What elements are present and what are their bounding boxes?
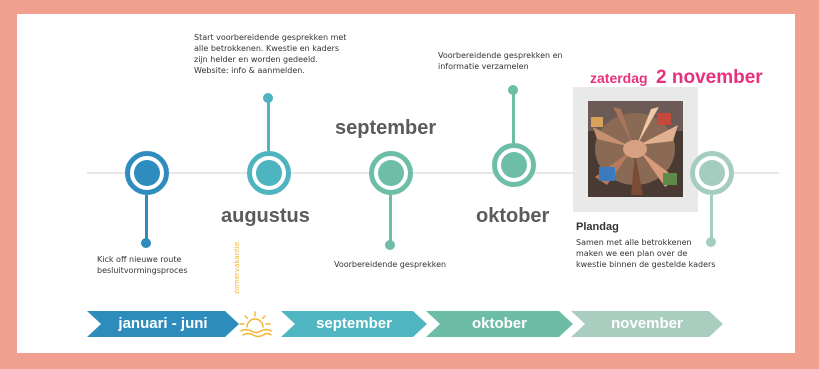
plandag-text: Samen met alle betrokkenen maken we een … — [576, 238, 716, 269]
kickoff-text: Kick off nieuwe route besluitvormingspro… — [97, 255, 188, 275]
arrow-label-oktober: oktober — [471, 315, 527, 332]
month-arrows — [87, 311, 723, 337]
arrow-oktober — [426, 311, 573, 337]
dot-augustus — [263, 93, 273, 103]
stem-augustus — [267, 100, 270, 152]
stem-plandag — [710, 192, 713, 242]
start-text: Start voorbereidende gesprekken met alle… — [194, 33, 347, 75]
month-oktober: oktober — [476, 205, 550, 227]
arrow-november — [571, 311, 723, 337]
arrow-september — [281, 311, 427, 337]
date-banner: zaterdag 2 november — [590, 67, 763, 89]
timeline-card: Kick off nieuwe route besluitvormingspro… — [17, 14, 795, 353]
date-value: 2 november — [656, 67, 763, 88]
arrow-label-november: november — [611, 315, 683, 332]
dot-oktober — [508, 85, 518, 95]
arrow-label-januari-juni: januari - juni — [118, 315, 208, 332]
september-text: Voorbereidende gesprekken — [334, 260, 447, 269]
zomervakantie-label: zomervakantie — [233, 241, 241, 295]
stem-kickoff — [145, 192, 148, 243]
node-augustus — [247, 151, 291, 195]
month-september: september — [335, 117, 437, 139]
arrow-label-september: september — [316, 315, 392, 332]
month-augustus: augustus — [221, 205, 310, 227]
sun-icon — [239, 311, 272, 338]
node-plandag — [690, 151, 734, 195]
dot-kickoff — [141, 238, 151, 248]
date-prefix: zaterdag — [590, 70, 648, 86]
stem-oktober — [512, 92, 515, 147]
node-september — [369, 151, 413, 195]
stem-september — [389, 192, 392, 244]
node-oktober — [492, 143, 536, 187]
dot-september — [385, 240, 395, 250]
oktober-text: Voorbereidende gesprekken en informatie … — [438, 51, 563, 71]
plandag-title: Plandag — [576, 221, 619, 233]
dot-plandag — [706, 237, 716, 247]
photo-frame — [573, 87, 698, 212]
team-hands-photo — [588, 101, 683, 197]
node-kickoff — [125, 151, 169, 195]
timeline-line — [87, 172, 779, 174]
arrow-januari-juni — [87, 311, 239, 337]
